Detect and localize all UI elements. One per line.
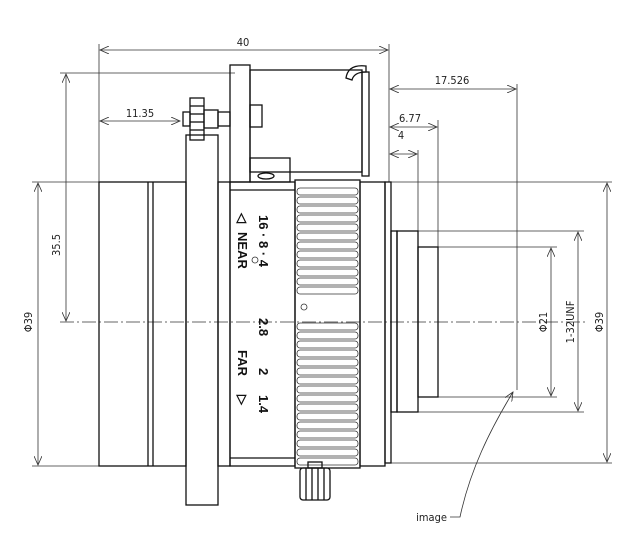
knurl-ridge [296,205,359,214]
dim-mount-depth: 6.77 [399,112,421,125]
knurl-ridge [296,340,359,349]
far-arrow: ▷ [235,394,250,406]
aperture-index-icon [251,256,259,264]
dim-height-to-top: 35.5 [50,234,63,256]
knurl-ridge [296,412,359,421]
knurl-ridge [296,358,359,367]
knurl-ridge [296,385,359,394]
dim-flange-back: 17.526 [435,74,470,87]
knurl-ridge [296,448,359,457]
knurl-ridge [296,214,359,223]
knurl-ridge [296,394,359,403]
focus-index-dot-icon [300,303,308,311]
knurl-ridge [296,241,359,250]
knurl-ridge [296,259,359,268]
knurl-ridge [296,349,359,358]
aperture-2-8: 2.8 [256,318,271,336]
dim-front-diameter: Φ39 [22,312,35,332]
knurl-ridge [296,268,359,277]
far-label: FAR [235,350,250,377]
image-plane-label: image [416,511,447,524]
knurl-ridge [296,439,359,448]
knurl-ridge [296,232,359,241]
knurl-ridge [296,430,359,439]
knurl-ridge [296,367,359,376]
aperture-2: 2 [256,368,271,375]
near-label: NEAR [235,232,250,269]
locking-knob-top [182,97,231,141]
near-arrow: ◁ [235,212,250,224]
knurl-ridge [296,196,359,205]
lens-body [98,134,439,506]
extension-lines [32,44,612,467]
dim-overall-length: 40 [237,36,250,49]
dimension-lines [38,50,607,518]
knurl-ridge [296,277,359,286]
knurl-ridge [296,457,359,466]
knurl-ridge [296,421,359,430]
knurl-ridge [296,331,359,340]
bracket [229,64,370,183]
aperture-1-4: 1.4 [256,395,271,414]
dim-rear-inner-diameter: Φ21 [537,312,550,332]
knurl-ridge [296,223,359,232]
dim-rear-diameter: Φ39 [593,312,606,332]
locking-knob-bottom [299,461,331,501]
dim-knob-offset: 11.35 [126,107,154,120]
aperture-scale-top: 16 · 8 · 4 [256,215,271,268]
dim-rear-depth: 4 [398,129,404,142]
knurl-ridge [296,322,359,331]
knurl-ridge [296,403,359,412]
knurl-ridge [296,250,359,259]
mounting-plate [185,134,219,506]
focus-ring [294,179,361,469]
knurl-ridge [296,286,359,295]
knurl-ridge [296,187,359,196]
lens-markings: 16 · 8 · 4 2.8 2 1.4 ◁ NEAR FAR ▷ [235,212,308,414]
dim-thread: 1-32UNF [564,300,577,343]
knurl-ridge [296,376,359,385]
